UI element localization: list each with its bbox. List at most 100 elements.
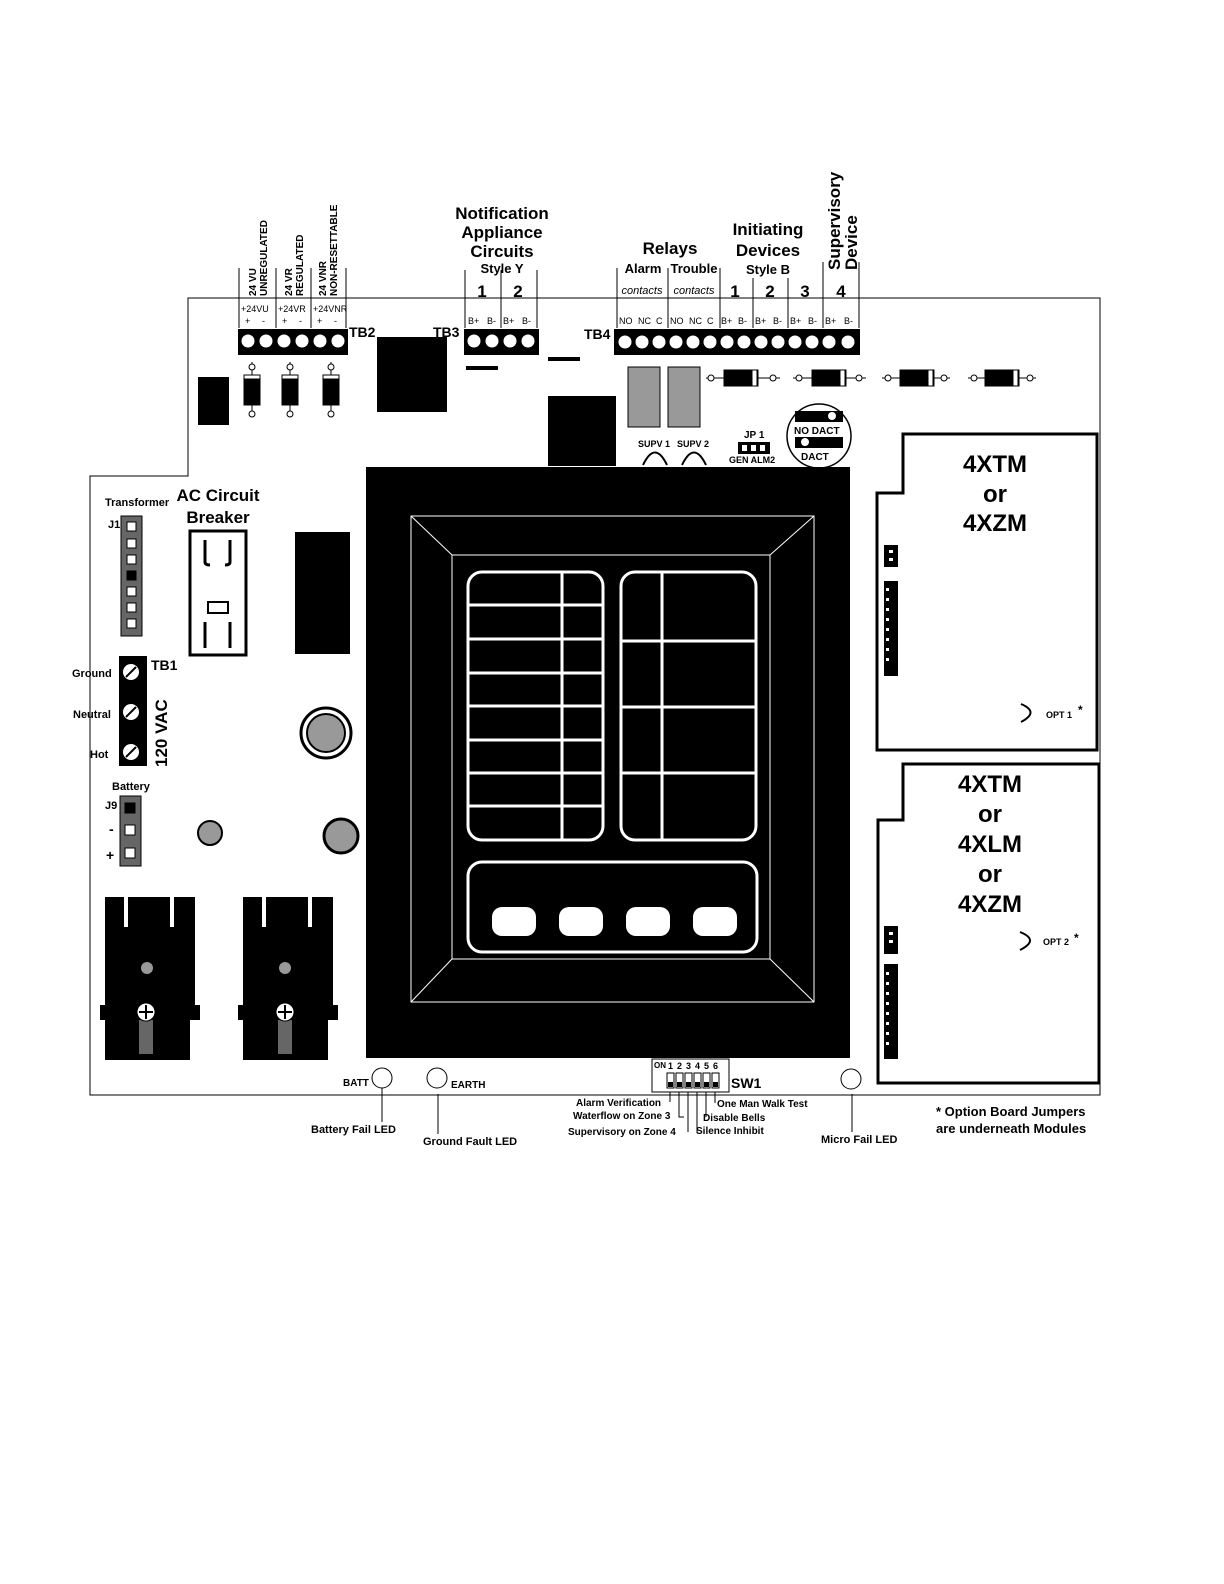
note-line2: are underneath Modules [936, 1121, 1086, 1136]
tb4-zone-pin-labels: B+ B- B+ B- B+ B- B+ B- [721, 316, 853, 326]
alarm-no-pin: NO [619, 316, 633, 326]
option-jumpers-note: * Option Board Jumpers are underneath Mo… [936, 1104, 1086, 1136]
tap3-minus: - [334, 316, 337, 326]
transformer-label: Transformer [105, 497, 170, 509]
tap2-line2: REGULATED [295, 235, 306, 296]
tap3-pin: +24VNR [313, 304, 348, 314]
panel-button-1[interactable] [492, 907, 536, 936]
battery-minus: - [109, 821, 114, 837]
ac-circuit-breaker [188, 529, 248, 657]
battery-label: Battery [112, 781, 151, 793]
panel-button-2[interactable] [559, 907, 603, 936]
j1-label: J1 [108, 519, 120, 531]
tap2-line1: 24 VR [284, 267, 295, 296]
tb1-label: TB1 [151, 657, 178, 673]
no-dact-label: NO DACT [794, 426, 840, 437]
relays-header: Relays Alarm Trouble [625, 239, 718, 276]
alarm-verification-label: Alarm Verification [576, 1098, 661, 1109]
supervisory-line2: Device [842, 215, 861, 270]
z1-b-minus: B- [738, 316, 747, 326]
trouble-relay [667, 366, 701, 428]
battery-connector-left [100, 897, 200, 1060]
z3-b-plus: B+ [790, 316, 801, 326]
opt1-line1: 4XTM [963, 451, 1027, 478]
round-component-1 [197, 820, 223, 846]
ac-breaker-label: AC Circuit Breaker [176, 486, 259, 527]
ground-label: Ground [72, 668, 112, 680]
display-panel [366, 467, 850, 1058]
sw1-switch-3[interactable] [684, 1072, 693, 1089]
trouble-nc-pin: NC [689, 316, 702, 326]
opt2-line5: 4XZM [958, 891, 1022, 918]
batt-led: BATT Battery Fail LED [311, 1067, 396, 1136]
tb3-terminal-block [464, 329, 539, 355]
z2-b-plus: B+ [755, 316, 766, 326]
nac-circuit-2: 2 [513, 282, 522, 301]
tap2-minus: - [299, 316, 302, 326]
nac-circuit-1: 1 [477, 282, 486, 301]
sw1-switch-1[interactable] [666, 1072, 675, 1089]
sw1-pos-1: 1 [668, 1061, 673, 1071]
z1-b-plus: B+ [721, 316, 732, 326]
button-panel [466, 860, 759, 954]
tap1-line2: UNREGULATED [259, 220, 270, 296]
jp1-jumper: JP 1 GEN ALM2 [729, 430, 775, 465]
tb2-fuses [243, 362, 340, 418]
sw1-switch-4[interactable] [693, 1072, 702, 1089]
silence-inhibit-label: Silence Inhibit [696, 1126, 764, 1137]
tap2-plus: + [282, 316, 287, 326]
tb3-pin-b-minus-1: B- [487, 316, 496, 326]
sw1-pos-4: 4 [695, 1061, 700, 1071]
tap1-pin: +24VU [241, 304, 269, 314]
component-block-4 [295, 532, 350, 654]
micro-fail-led-label: Micro Fail LED [821, 1134, 897, 1146]
supv-jumpers: SUPV 1 SUPV 2 [638, 439, 709, 466]
tap1-plus: + [245, 316, 250, 326]
zone-4: 4 [836, 282, 846, 301]
micro-fail-led: Micro Fail LED [821, 1068, 897, 1146]
opt2-star: * [1074, 931, 1079, 945]
supervisory-header: Supervisory Device [825, 171, 861, 270]
earth-led-label: EARTH [451, 1080, 485, 1091]
initiating-style: Style B [746, 262, 790, 277]
sw1-pos-6: 6 [713, 1061, 718, 1071]
nac-line3: Circuits [470, 242, 533, 261]
trouble-no-pin: NO [670, 316, 684, 326]
tap1-line1: 24 VU [248, 268, 259, 296]
sw1-switch-6[interactable] [711, 1072, 720, 1089]
board-outline [89, 297, 1101, 1096]
z4-b-minus: B- [844, 316, 853, 326]
initiating-header: Initiating Devices Style B 1 2 3 4 [730, 220, 846, 301]
battery-connector-right [238, 897, 338, 1060]
tb3-pin-b-plus-1: B+ [468, 316, 479, 326]
option-module-2: 4XTM or 4XLM or 4XZM OPT 2 * [876, 762, 1101, 1085]
zone-diodes [706, 369, 1036, 387]
sw1-pos-2: 2 [677, 1061, 682, 1071]
sw1-switch-5[interactable] [702, 1072, 711, 1089]
tap3-line2: NON-RESETTABLE [329, 204, 340, 296]
gen-alm2-label: GEN ALM2 [729, 455, 775, 465]
tap1-minus: - [262, 316, 265, 326]
opt2-line3: 4XLM [958, 831, 1022, 858]
supv2-label: SUPV 2 [677, 439, 709, 449]
tap3-line1: 24 VNR [318, 260, 329, 296]
dact-label: DACT [801, 452, 829, 463]
disable-bells-label: Disable Bells [703, 1113, 766, 1124]
sw1-switch-2[interactable] [675, 1072, 684, 1089]
j9-connector [119, 795, 142, 867]
component-block-1 [198, 377, 229, 425]
z4-b-plus: B+ [825, 316, 836, 326]
hot-label: Hot [90, 749, 109, 761]
trouble-c-pin: C [707, 316, 714, 326]
sw1-callouts [669, 1092, 716, 1132]
zone-2: 2 [765, 282, 774, 301]
panel-button-4[interactable] [693, 907, 737, 936]
dact-jumper-detail: NO DACT DACT [786, 403, 852, 469]
sw1-function-labels: Alarm Verification Waterflow on Zone 3 S… [568, 1098, 808, 1138]
z3-b-minus: B- [808, 316, 817, 326]
zone-1: 1 [730, 282, 739, 301]
nac-line1: Notification [455, 204, 549, 223]
panel-button-3[interactable] [626, 907, 670, 936]
opt2-line4: or [978, 861, 1002, 888]
opt1-line2: or [983, 481, 1007, 508]
